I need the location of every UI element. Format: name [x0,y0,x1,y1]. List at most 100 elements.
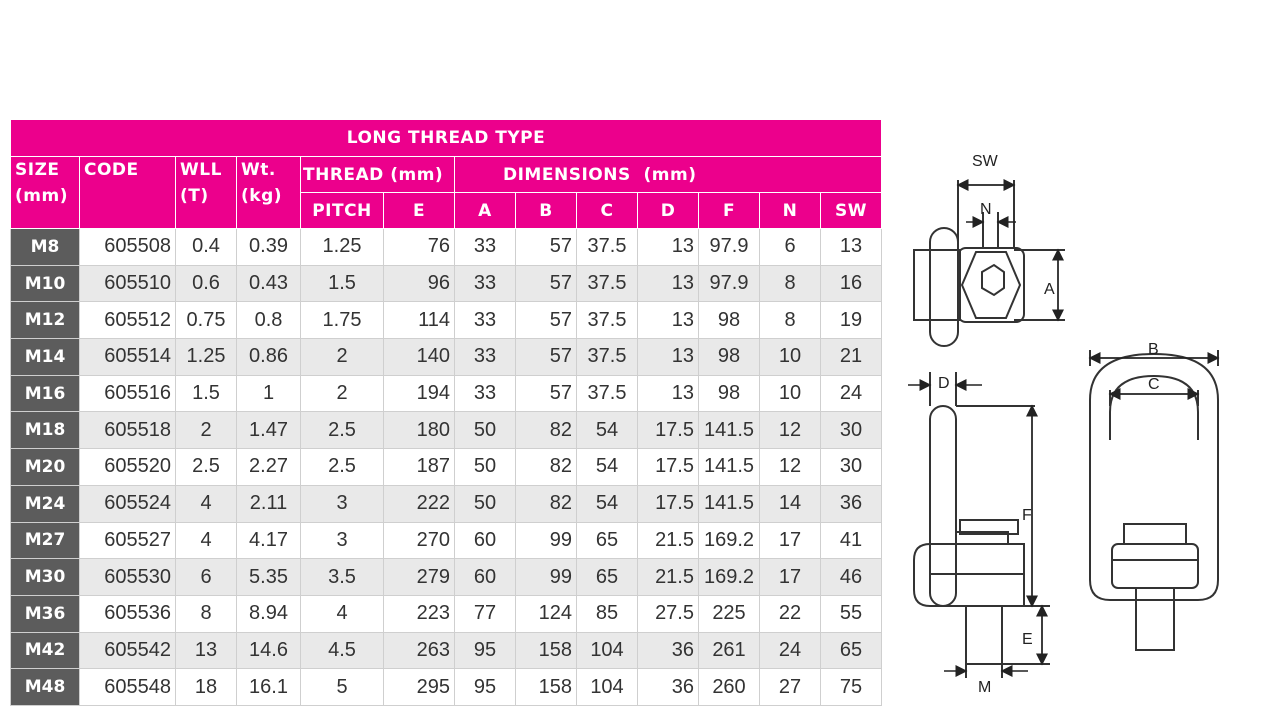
value-cell: 17 [759,521,821,560]
value-cell: 279 [383,558,455,596]
value-cell: 0.75 [175,301,237,340]
value-cell: 605527 [79,521,176,560]
size-cell: M16 [10,374,80,413]
value-cell: 13 [175,631,237,670]
table-title: LONG THREAD TYPE [10,119,882,157]
header-size-label: SIZE (mm) [15,160,68,206]
value-cell: 54 [576,484,638,523]
value-cell: 10 [759,374,821,413]
value-cell: 33 [454,228,516,266]
header-size: SIZE (mm) [10,156,80,229]
value-cell: 54 [576,448,638,486]
value-cell: 85 [576,594,638,633]
value-cell: 1.5 [175,374,237,413]
value-cell: 124 [515,594,577,633]
value-cell: 0.43 [236,264,301,303]
value-cell: 1.75 [300,301,384,340]
value-cell: 605512 [79,301,176,340]
spec-table: LONG THREAD TYPE SIZE (mm) CODE WLL (T) … [10,119,882,706]
value-cell: 141.5 [698,484,760,523]
value-cell: 82 [515,411,577,450]
value-cell: 99 [515,558,577,596]
value-cell: 37.5 [576,301,638,340]
value-cell: 2.11 [236,484,301,523]
value-cell: 194 [383,374,455,413]
header-wll: WLL (T) [175,156,237,229]
size-cell: M20 [10,448,80,486]
value-cell: 270 [383,521,455,560]
value-cell: 222 [383,484,455,523]
value-cell: 13 [820,228,882,266]
label-e: E [1022,631,1033,648]
value-cell: 76 [383,228,455,266]
value-cell: 1.47 [236,411,301,450]
value-cell: 605524 [79,484,176,523]
value-cell: 33 [454,374,516,413]
value-cell: 96 [383,264,455,303]
value-cell: 17.5 [637,411,699,450]
value-cell: 13 [637,338,699,376]
value-cell: 24 [759,631,821,670]
header-n: N [759,192,821,229]
value-cell: 605514 [79,338,176,376]
label-b: B [1148,341,1159,358]
front-view [1089,350,1219,651]
value-cell: 21.5 [637,521,699,560]
value-cell: 10 [759,338,821,376]
header-weight: Wt. (kg) [236,156,301,229]
value-cell: 50 [454,411,516,450]
value-cell: 6 [759,228,821,266]
value-cell: 8 [759,264,821,303]
value-cell: 605520 [79,448,176,486]
value-cell: 65 [576,558,638,596]
size-cell: M10 [10,264,80,303]
value-cell: 18 [175,668,237,706]
value-cell: 140 [383,338,455,376]
size-cell: M36 [10,594,80,633]
value-cell: 27 [759,668,821,706]
value-cell: 97.9 [698,264,760,303]
value-cell: 36 [820,484,882,523]
size-cell: M12 [10,301,80,340]
value-cell: 50 [454,484,516,523]
value-cell: 4 [175,484,237,523]
value-cell: 3.5 [300,558,384,596]
value-cell: 82 [515,448,577,486]
value-cell: 98 [698,374,760,413]
value-cell: 19 [820,301,882,340]
value-cell: 8 [175,594,237,633]
label-m: M [978,679,991,696]
value-cell: 8.94 [236,594,301,633]
value-cell: 0.4 [175,228,237,266]
size-cell: M8 [10,228,80,266]
value-cell: 3 [300,484,384,523]
value-cell: 223 [383,594,455,633]
value-cell: 21 [820,338,882,376]
value-cell: 98 [698,301,760,340]
value-cell: 57 [515,338,577,376]
value-cell: 65 [820,631,882,670]
value-cell: 605542 [79,631,176,670]
label-f: F [1022,507,1032,524]
value-cell: 141.5 [698,411,760,450]
value-cell: 605530 [79,558,176,596]
value-cell: 605548 [79,668,176,706]
value-cell: 82 [515,484,577,523]
value-cell: 37.5 [576,374,638,413]
value-cell: 2.5 [300,411,384,450]
value-cell: 27.5 [637,594,699,633]
value-cell: 5.35 [236,558,301,596]
value-cell: 14.6 [236,631,301,670]
value-cell: 2 [300,374,384,413]
value-cell: 158 [515,631,577,670]
label-n: N [980,201,992,218]
value-cell: 605516 [79,374,176,413]
value-cell: 4.5 [300,631,384,670]
value-cell: 46 [820,558,882,596]
size-cell: M24 [10,484,80,523]
